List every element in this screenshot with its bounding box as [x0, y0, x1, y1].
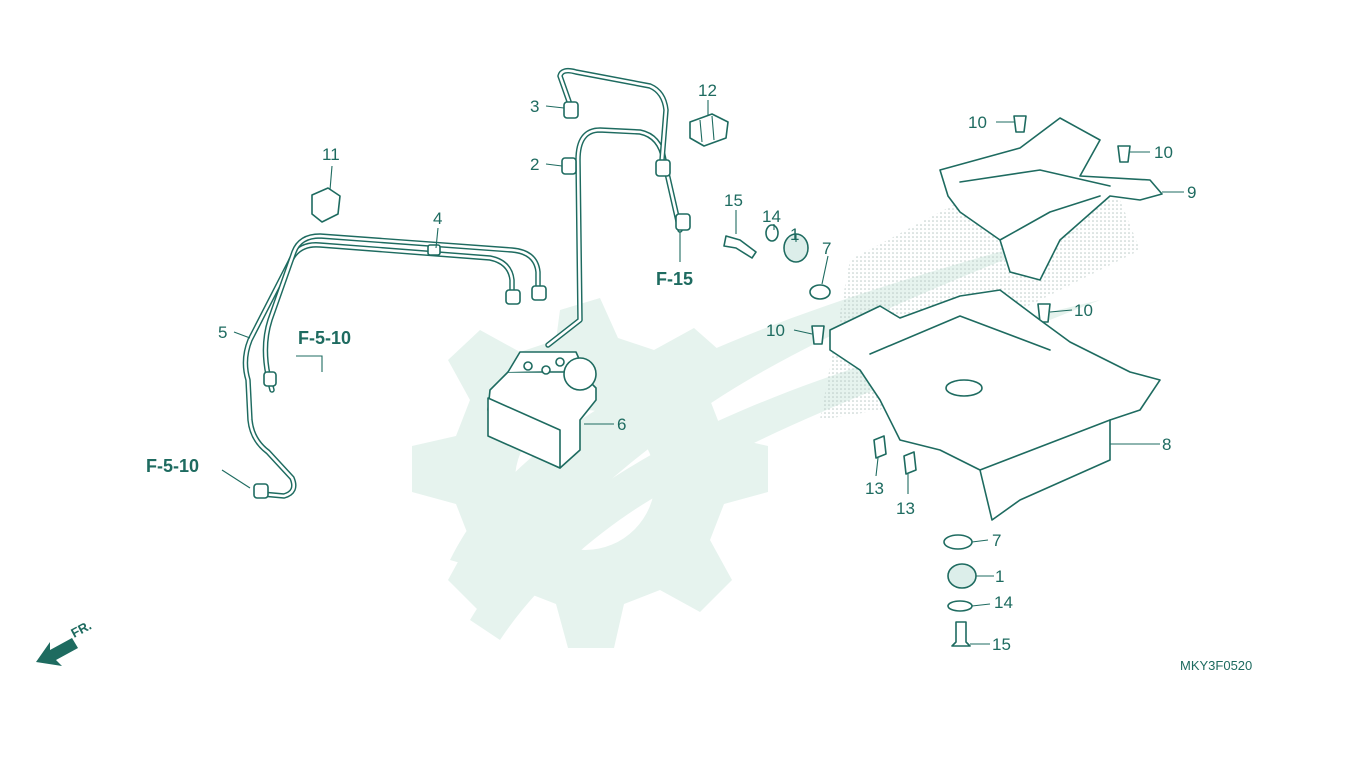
tray-part-8 [829, 289, 1161, 521]
callout-2: 2 [530, 155, 539, 174]
clip-part-11 [311, 187, 341, 223]
callout-1: 1 [790, 225, 799, 244]
reference-labels: F-15 F-5-10 F-5-10 [146, 269, 693, 476]
callout-8: 8 [1162, 435, 1171, 454]
callout-6: 6 [617, 415, 626, 434]
callout-14: 14 [762, 207, 781, 226]
callout-15: 15 [992, 635, 1011, 654]
callout-9: 9 [1187, 183, 1196, 202]
callout-4: 4 [433, 209, 442, 228]
callout-1: 1 [995, 567, 1004, 586]
callout-14: 14 [994, 593, 1013, 612]
fasteners-lower [943, 534, 977, 647]
callout-labels: 1 1 2 3 4 5 6 7 7 8 9 10 10 10 10 11 12 … [218, 81, 1196, 654]
callout-10: 10 [1154, 143, 1173, 162]
callout-5: 5 [218, 323, 227, 342]
callout-11: 11 [322, 145, 340, 164]
arrow-left-icon [36, 638, 78, 666]
reference-f5-10-lower[interactable]: F-5-10 [146, 456, 199, 476]
callout-7: 7 [822, 239, 831, 258]
callout-7: 7 [992, 531, 1001, 550]
abs-modulator-part-6 [487, 351, 597, 469]
leader-lines [221, 100, 1184, 645]
drawing-code: MKY3F0520 [1180, 658, 1252, 673]
callout-10: 10 [766, 321, 785, 340]
callout-3: 3 [530, 97, 539, 116]
fasteners-upper [723, 224, 831, 300]
callout-13: 13 [865, 479, 884, 498]
reference-f15[interactable]: F-15 [656, 269, 693, 289]
callout-13: 13 [896, 499, 915, 518]
clamp-part-12 [689, 113, 729, 147]
callout-12: 12 [698, 81, 717, 100]
brake-pipes [242, 67, 691, 499]
front-label: FR. [68, 618, 94, 641]
callout-10: 10 [968, 113, 987, 132]
front-direction-arrow: FR. [36, 618, 94, 666]
cover-part-9 [939, 117, 1163, 281]
clip-part-10 [811, 115, 1131, 345]
reference-f5-10-upper[interactable]: F-5-10 [298, 328, 351, 348]
callout-15: 15 [724, 191, 743, 210]
clip-part-13 [873, 435, 917, 475]
callout-10: 10 [1074, 301, 1093, 320]
